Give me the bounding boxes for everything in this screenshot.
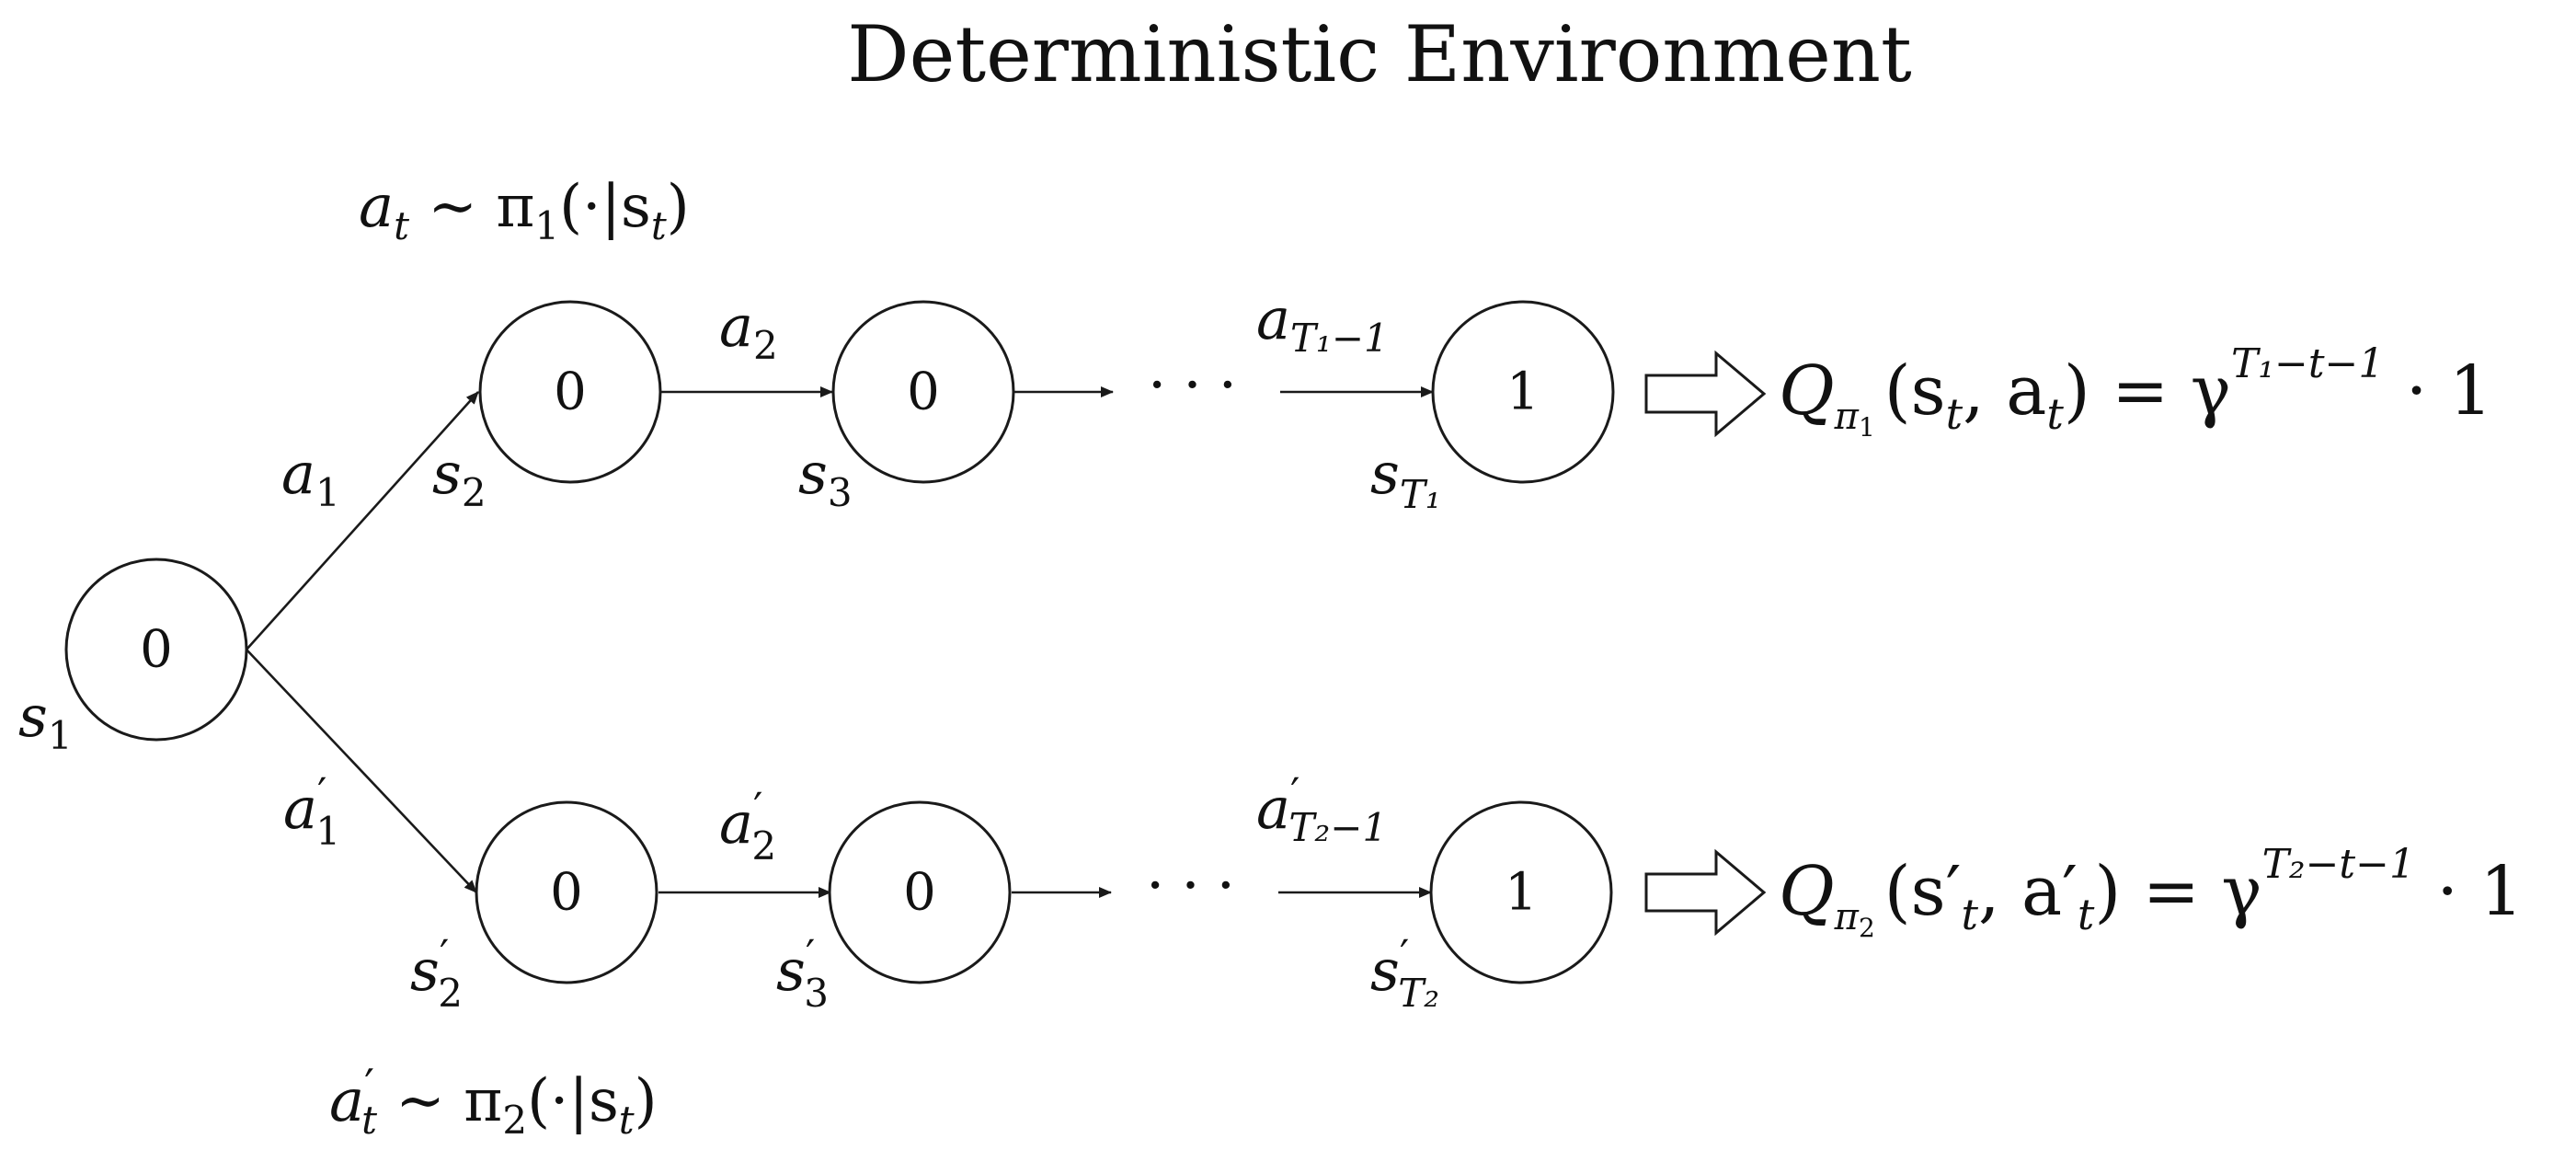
node-s2-prime-value: 0 (550, 863, 583, 923)
policy-bottom-label: a′t ∼ π2(·|st) (329, 1060, 658, 1143)
label-aT1-minus-1: aT₁−1 (1256, 285, 1389, 361)
label-s2: s2 (432, 440, 487, 515)
node-s3-value: 0 (907, 362, 940, 422)
ellipsis-bottom: ··· (1146, 852, 1252, 920)
label-s2-prime: s′2 (410, 930, 463, 1016)
node-sT1-value: 1 (1506, 362, 1540, 422)
policy-top-label: at ∼ π1(·|st) (359, 173, 690, 248)
edge-s1-s2-prime (246, 649, 477, 893)
node-s3: 0 (831, 300, 1015, 484)
label-a2: a2 (719, 293, 778, 368)
label-s1: s1 (18, 683, 73, 758)
node-sT1: 1 (1431, 300, 1615, 484)
label-s3: s3 (798, 440, 853, 515)
diagram-title: Deterministic Environment (847, 9, 1912, 99)
node-s2-prime: 0 (475, 800, 658, 984)
label-aT2-minus-1-prime: a′T₂−1 (1256, 768, 1387, 850)
implication-arrow-bottom (1644, 848, 1767, 937)
node-s1-value: 0 (140, 620, 173, 680)
label-a1: a1 (281, 440, 340, 515)
node-sT2-prime-value: 1 (1505, 863, 1538, 923)
implication-arrow-top (1644, 350, 1767, 438)
label-sT2-prime: s′T₂ (1370, 930, 1439, 1016)
node-s1: 0 (64, 558, 248, 742)
ellipsis-top: ··· (1148, 351, 1254, 420)
q-equation-bottom: Qπ2(s′t, a′t) = γT₂−t−1 · 1 (1779, 841, 2524, 943)
label-s3-prime: s′3 (776, 930, 829, 1016)
node-s3-prime-value: 0 (903, 863, 936, 923)
node-sT2-prime: 1 (1429, 800, 1613, 984)
label-a2-prime: a′2 (719, 783, 776, 869)
node-s2-value: 0 (554, 362, 587, 422)
edge-s1-s2 (246, 391, 479, 650)
node-s3-prime: 0 (828, 800, 1012, 984)
node-s2: 0 (478, 300, 662, 484)
label-a1-prime: a′1 (283, 768, 340, 854)
label-sT1: sT₁ (1370, 440, 1441, 517)
q-equation-top: Qπ1(st, at) = γT₁−t−1 · 1 (1779, 340, 2492, 443)
